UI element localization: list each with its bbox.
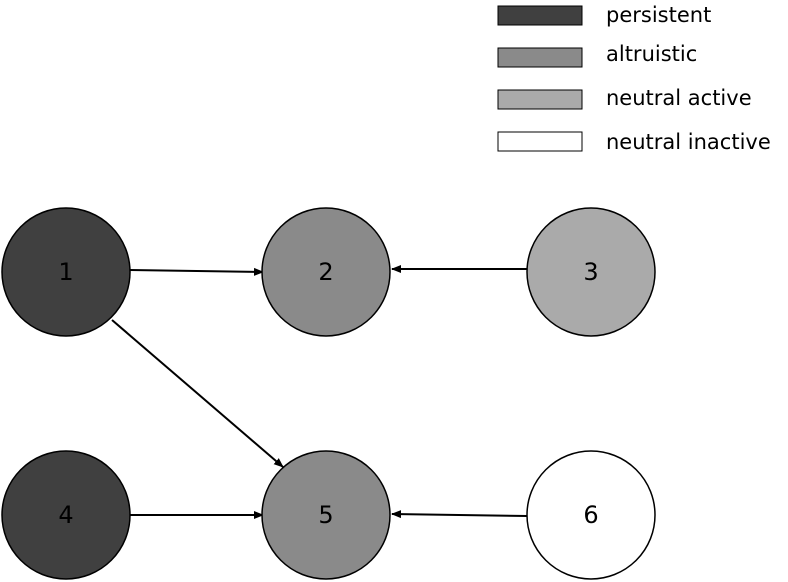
node-5-label: 5 [318, 501, 333, 529]
legend-item-persistent: persistent [497, 3, 711, 27]
legend-item-neutral-inactive: neutral inactive [497, 130, 771, 154]
edge-1-to-2 [129, 267, 264, 276]
node-3: 3 [526, 207, 656, 337]
legend-swatch-neutral-active [497, 89, 583, 110]
node-6-circle [526, 450, 656, 580]
node-6-label: 6 [583, 501, 598, 529]
node-2: 2 [261, 207, 391, 337]
node-1: 1 [1, 207, 131, 337]
node-5-circle [261, 450, 391, 580]
legend: persistent altruistic neutral active neu… [497, 3, 771, 154]
node-4-circle [1, 450, 131, 580]
legend-label-persistent: persistent [606, 3, 711, 27]
legend-label-neutral-active: neutral active [606, 86, 752, 110]
legend-item-neutral-active: neutral active [497, 86, 752, 110]
edge-1-to-5 [111, 319, 284, 468]
node-3-label: 3 [583, 258, 598, 286]
node-6: 6 [526, 450, 656, 580]
legend-swatch-altruistic [497, 47, 583, 68]
legend-swatch-persistent [497, 5, 583, 26]
legend-label-neutral-inactive: neutral inactive [606, 130, 771, 154]
legend-label-altruistic: altruistic [606, 42, 697, 66]
legend-item-altruistic: altruistic [497, 42, 697, 68]
nodes: 1 2 3 4 5 6 [1, 207, 656, 580]
legend-swatch-neutral-inactive [497, 131, 583, 152]
node-4-label: 4 [58, 501, 73, 529]
node-1-label: 1 [58, 258, 73, 286]
edges [111, 265, 528, 519]
node-2-label: 2 [318, 258, 333, 286]
node-4: 4 [1, 450, 131, 580]
node-5: 5 [261, 450, 391, 580]
node-2-circle [261, 207, 391, 337]
edge-6-to-5 [391, 510, 528, 519]
node-1-circle [1, 207, 131, 337]
node-3-circle [526, 207, 656, 337]
